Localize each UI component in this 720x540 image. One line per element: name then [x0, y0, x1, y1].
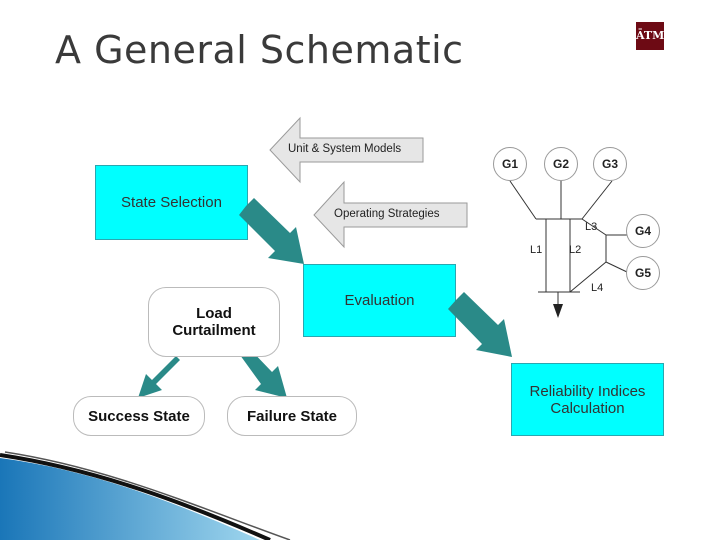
evaluation-to-reliability-arrow — [448, 292, 512, 357]
generator-g3: G3 — [593, 147, 627, 181]
state-selection-label: State Selection — [121, 194, 222, 211]
selection-to-evaluation-arrow — [239, 198, 304, 264]
unit-models-label: Unit & System Models — [288, 143, 402, 155]
evaluation-label: Evaluation — [344, 292, 415, 309]
line-l4: L4 — [591, 282, 604, 294]
line-l3: L3 — [585, 221, 598, 233]
page-title: A General Schematic — [55, 28, 464, 72]
generator-g1: G1 — [493, 147, 527, 181]
line-l2: L2 — [569, 244, 582, 256]
generator-g2: G2 — [544, 147, 578, 181]
failure-state-box: Failure State — [227, 396, 357, 436]
university-logo: ĀTM — [636, 22, 664, 50]
generator-g4: G4 — [626, 214, 660, 248]
reliability-label: Reliability Indices Calculation — [529, 382, 646, 417]
load-curtailment-box: Load Curtailment — [148, 287, 280, 357]
load-curtailment-label: Load Curtailment — [172, 305, 256, 339]
load-arrowhead — [553, 304, 563, 318]
curtailment-to-success-arrow — [138, 352, 180, 398]
line-l1: L1 — [530, 244, 543, 256]
curtailment-to-failure-arrow — [240, 347, 287, 398]
evaluation-box: Evaluation — [303, 264, 456, 337]
unit-models-arrow-shape — [269, 116, 424, 184]
generator-g5: G5 — [626, 256, 660, 290]
success-state-box: Success State — [73, 396, 205, 436]
operating-strategies-label: Operating Strategies — [334, 208, 440, 220]
reliability-box: Reliability Indices Calculation — [511, 363, 664, 436]
success-state-label: Success State — [88, 407, 190, 425]
failure-state-label: Failure State — [246, 407, 338, 425]
operating-strategies-arrow-shape — [313, 180, 468, 249]
state-selection-box: State Selection — [95, 165, 248, 240]
